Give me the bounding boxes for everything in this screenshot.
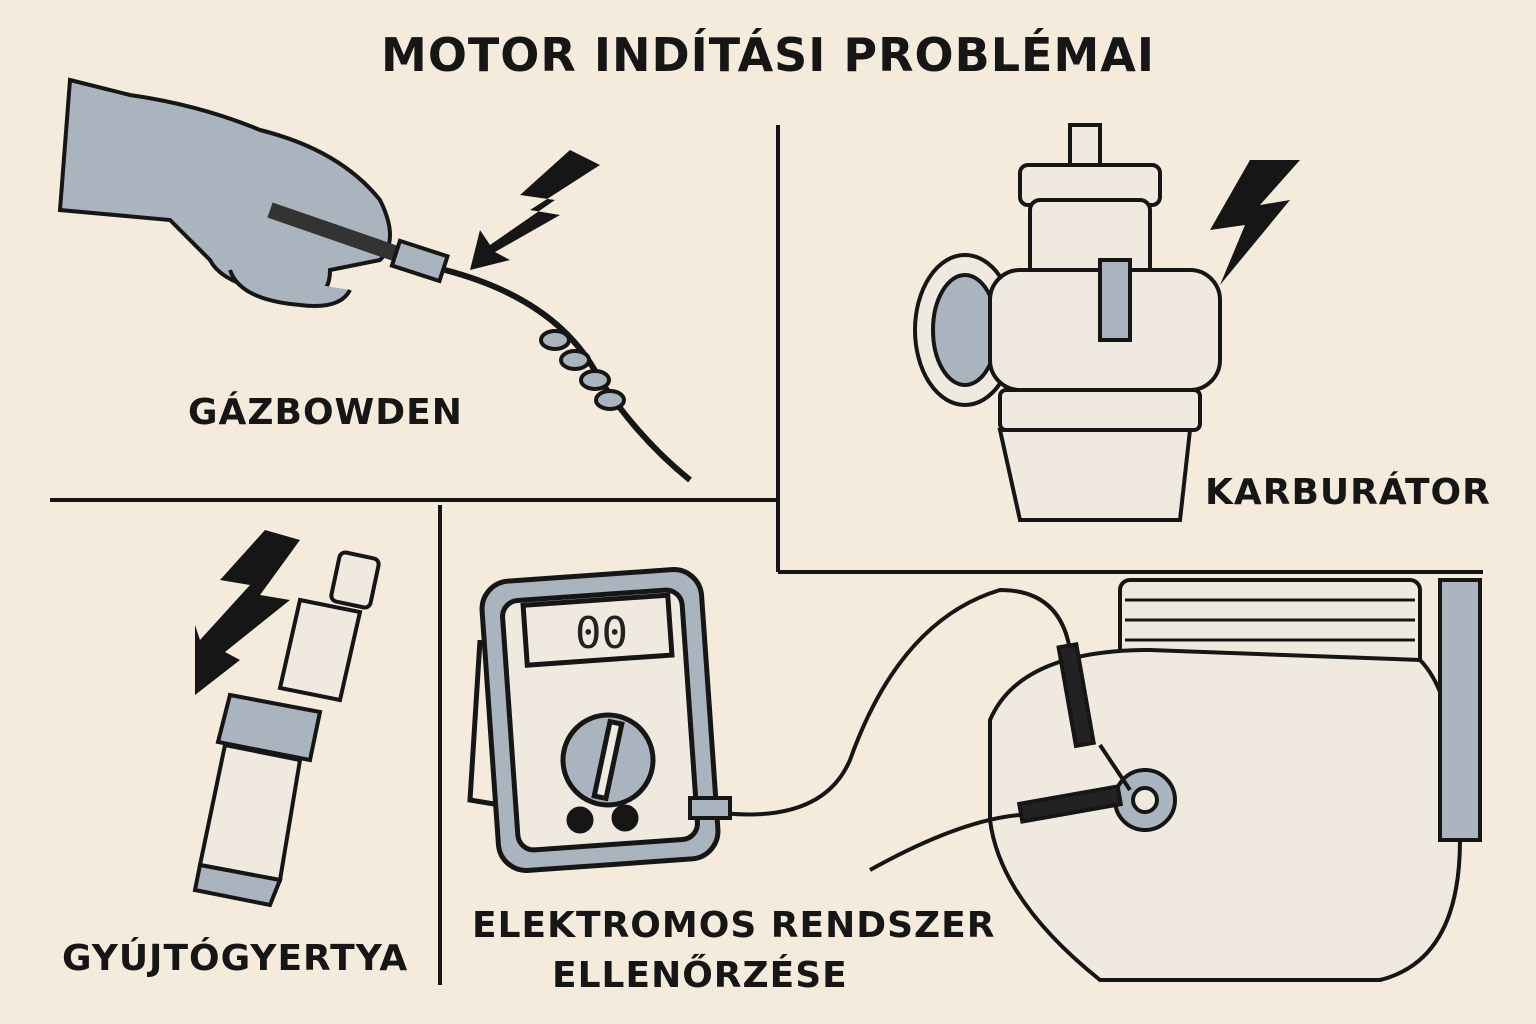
label-electrical-line2: ELLENŐRZÉSE — [552, 955, 848, 996]
multimeter-display: 00 — [575, 608, 628, 659]
label-electrical-line1: ELEKTROMOS RENDSZER — [472, 905, 996, 946]
spark-plug-icon — [192, 550, 381, 908]
gloved-hand-icon — [57, 77, 392, 308]
label-throttle-cable: GÁZBOWDEN — [188, 392, 463, 433]
engine-icon — [988, 578, 1482, 982]
carburetor-icon — [913, 123, 1222, 522]
lightning-arrow-icon — [195, 530, 300, 695]
lightning-bolt-icon — [1210, 160, 1300, 285]
label-carburetor: KARBURÁTOR — [1205, 472, 1491, 513]
label-spark-plug: GYÚJTÓGYERTYA — [62, 938, 409, 979]
panel-dividers — [50, 125, 1483, 985]
multimeter-icon — [467, 567, 721, 873]
throttle-cable-icon — [267, 202, 692, 483]
lightning-arrow-icon — [470, 150, 600, 270]
page-title: MOTOR INDÍTÁSI PROBLÉMAI — [381, 28, 1155, 82]
probe-wire-icon — [688, 587, 1132, 872]
